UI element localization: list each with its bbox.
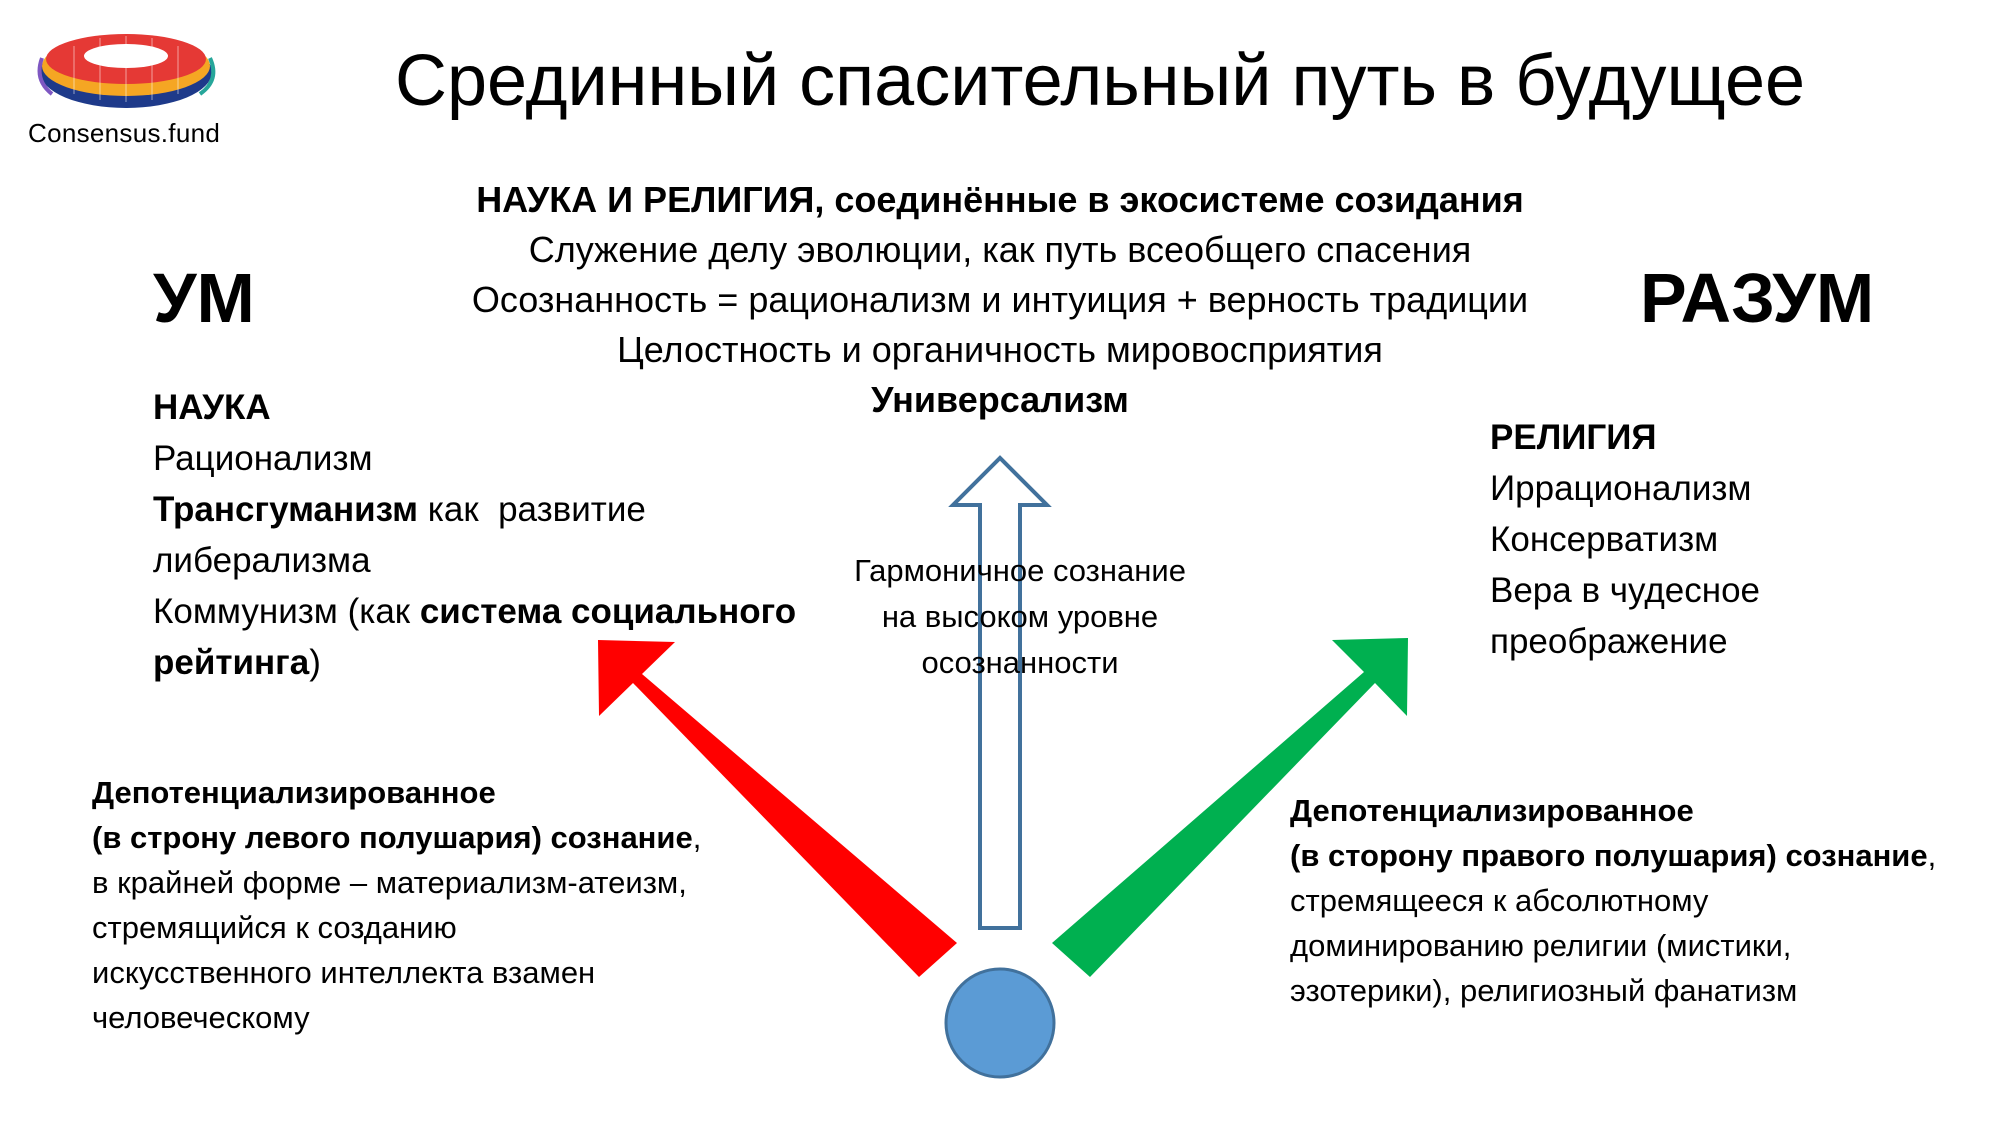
science-rationalism: Рационализм	[153, 439, 373, 478]
page-title: Срединный спасительный путь в будущее	[394, 41, 1806, 121]
right-heading: РАЗУМ	[1640, 259, 1875, 337]
logo-label: Consensus.fund	[28, 118, 221, 148]
religion-title: РЕЛИГИЯ	[1490, 418, 1657, 457]
right-hemisphere-description: Депотенциализированное (в сторону правог…	[1290, 788, 2000, 1013]
bl-bold-1: Депотенциализированное	[92, 775, 496, 810]
religion-line-4: преображение	[1490, 622, 1728, 661]
bl-line-3: в крайней форме – материализм-атеизм,	[92, 865, 687, 900]
harmonious-consciousness-label: Гармоничное сознание на высоком уровне о…	[820, 548, 1220, 686]
communism-start: Коммунизм (как	[153, 592, 420, 631]
br-line-2: (в сторону правого полушария) сознание,	[1290, 833, 2000, 878]
br-bold-1: Депотенциализированное	[1290, 793, 1694, 828]
br-line-4: доминированию религии (мистики,	[1290, 928, 1792, 963]
center-line-4: Целостность и органичность мировосприяти…	[617, 329, 1383, 370]
science-rating: рейтинга)	[153, 637, 883, 688]
bl-line-2: (в строну левого полушария) сознание,	[92, 815, 832, 860]
center-line-3: Осознанность = рационализм и интуиция + …	[471, 279, 1529, 320]
br-comma: ,	[1927, 838, 1937, 873]
science-transhumanism: Трансгуманизм как развитие	[153, 484, 883, 535]
science-liberalism: либерализма	[153, 541, 371, 580]
left-red-arrow	[598, 640, 957, 977]
left-hemisphere-description: Депотенциализированное (в строну левого …	[92, 770, 832, 1040]
logo: Consensus.fund	[28, 28, 228, 149]
science-communism: Коммунизм (как система социального	[153, 586, 883, 637]
bl-line-6: человеческому	[92, 1000, 310, 1035]
transhumanism-rest: как развитие	[418, 490, 646, 529]
religion-line-2: Консерватизм	[1490, 520, 1719, 559]
br-line-5: эзотерики), религиозный фанатизм	[1290, 973, 1798, 1008]
science-block: НАУКА Рационализм Трансгуманизм как разв…	[153, 382, 883, 688]
br-bold-2: (в сторону правого полушария) сознание	[1290, 838, 1928, 873]
center-line-1: НАУКА И РЕЛИГИЯ, соединённые в экосистем…	[476, 179, 1524, 220]
origin-circle	[944, 967, 1056, 1079]
bl-line-5: искусственного интеллекта взамен	[92, 955, 596, 990]
left-heading: УМ	[153, 259, 255, 337]
rainbow-torus-logo-icon	[37, 34, 216, 108]
bl-bold-2: (в строну левого полушария) сознание	[92, 820, 693, 855]
bl-line-4: стремящийся к созданию	[92, 910, 457, 945]
harmony-line-3: осознанности	[921, 645, 1119, 680]
science-title: НАУКА	[153, 388, 271, 427]
bl-comma: ,	[692, 820, 702, 855]
center-line-2: Служение делу эволюции, как путь всеобще…	[528, 229, 1472, 270]
religion-line-3: Вера в чудесное	[1490, 571, 1761, 610]
center-synthesis-block: НАУКА И РЕЛИГИЯ, соединённые в экосистем…	[380, 175, 1620, 425]
center-line-5: Универсализм	[871, 379, 1129, 420]
harmony-line-1: Гармоничное сознание	[854, 553, 1186, 588]
religion-block: РЕЛИГИЯ Иррационализм Консерватизм Вера …	[1490, 412, 1910, 667]
harmony-line-2: на высоком уровне	[881, 599, 1159, 634]
up-arrow	[948, 455, 1052, 930]
right-green-arrow	[1052, 638, 1408, 977]
rating-bold: рейтинга	[153, 643, 310, 682]
br-line-3: стремящееся к абсолютному	[1290, 883, 1709, 918]
transhumanism-bold: Трансгуманизм	[153, 490, 419, 529]
religion-line-1: Иррационализм	[1490, 469, 1752, 508]
rating-end: )	[309, 643, 321, 682]
communism-bold: система социального	[419, 592, 797, 631]
